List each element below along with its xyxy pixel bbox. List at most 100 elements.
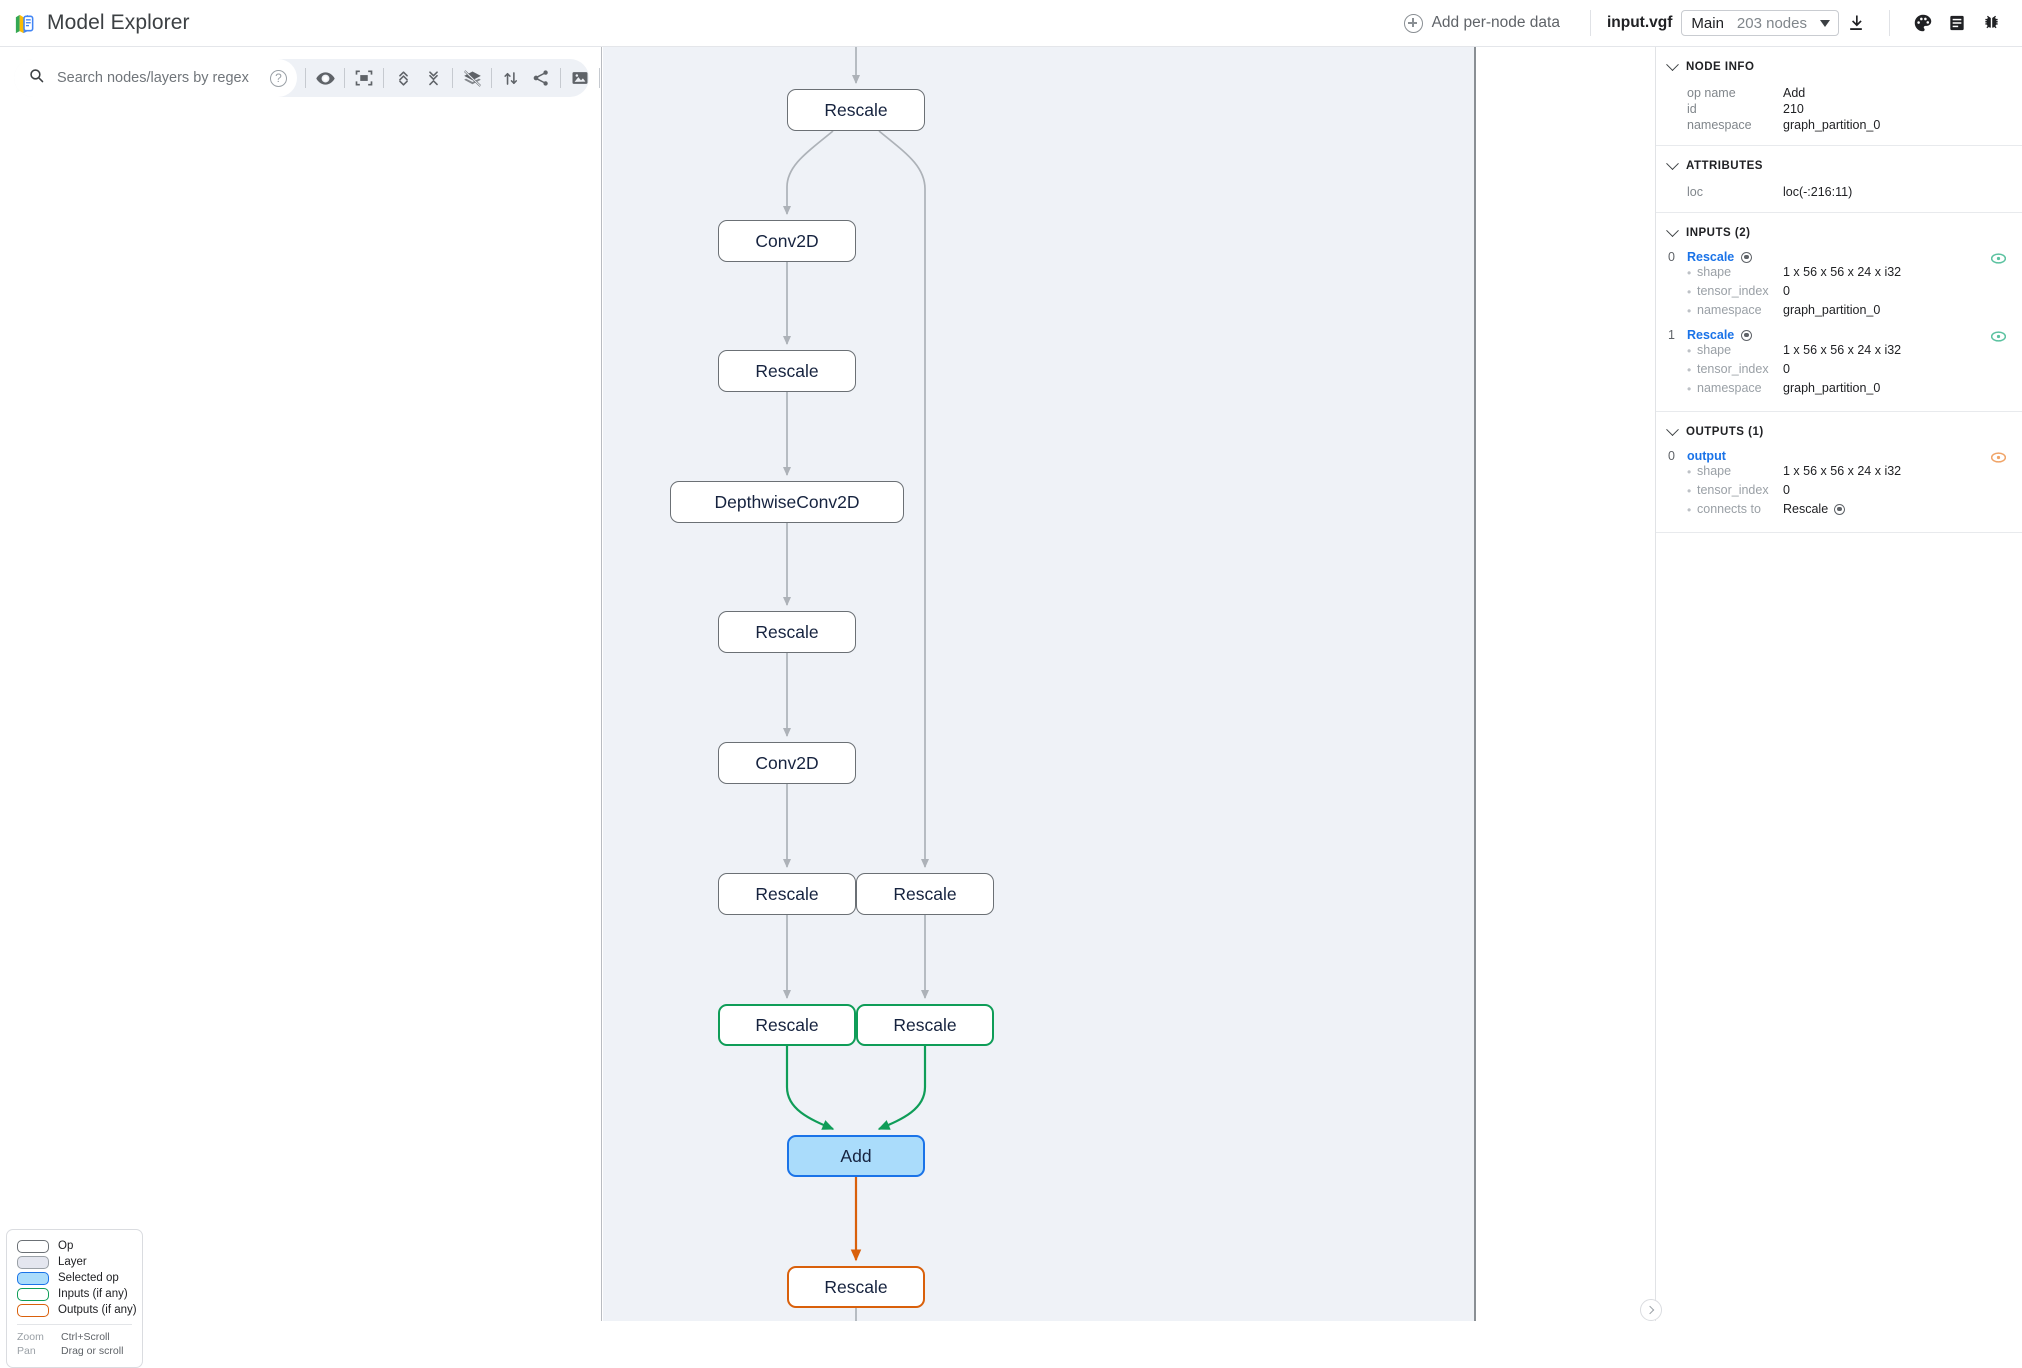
output-detail-row: • tensor_index 0 — [1656, 482, 2022, 501]
outputs-header[interactable]: OUTPUTS (1) — [1656, 422, 2022, 442]
row-key: namespace — [1687, 118, 1752, 132]
bullet-icon: • — [1687, 484, 1692, 498]
legend-swatch-layer — [17, 1255, 49, 1269]
hide-layers-icon[interactable] — [457, 63, 487, 93]
node-info-row: id 210 — [1656, 101, 2022, 117]
divider — [452, 68, 453, 88]
bullet-icon: • — [1687, 363, 1692, 377]
panel-collapse-button[interactable] — [1640, 1299, 1662, 1321]
model-explorer-logo-icon — [13, 12, 36, 35]
graph-edges — [782, 47, 930, 1321]
row-value: 1 x 56 x 56 x 24 x i32 — [1783, 265, 1902, 279]
graph-node-rescale-input[interactable]: Rescale — [856, 1004, 994, 1046]
question-mark-icon[interactable]: ? — [270, 69, 287, 87]
legend-help-key: Zoom — [17, 1331, 44, 1343]
output-item: 0 output • shape 1 x 56 x 56 x 24 x i32 … — [1656, 442, 2022, 520]
graph-node-rescale[interactable]: Rescale — [787, 89, 925, 131]
add-per-node-data-button[interactable]: Add per-node data — [1403, 13, 1574, 33]
connects-to-node-link[interactable]: Rescale — [1783, 502, 1829, 516]
input-detail-row: • tensor_index 0 — [1656, 283, 2022, 302]
row-value: 1 x 56 x 56 x 24 x i32 — [1783, 464, 1902, 478]
legend-item: Op — [17, 1238, 132, 1254]
node-info-row: op name Add — [1656, 85, 2022, 101]
chevron-right-icon — [1645, 1305, 1655, 1315]
graph-node-depthwiseconv2d[interactable]: DepthwiseConv2D — [670, 481, 904, 523]
node-label: Add — [840, 1145, 872, 1166]
outputs-section: OUTPUTS (1) 0 output • shape 1 x 56 x 56… — [1656, 412, 2022, 533]
fit-to-screen-icon[interactable] — [349, 63, 379, 93]
node-label: Rescale — [755, 360, 819, 381]
legend-item: Selected op — [17, 1270, 132, 1286]
divider — [491, 68, 492, 88]
top-bar: Model Explorer Add per-node data input.v… — [0, 0, 2022, 47]
search-field-container[interactable]: ? — [14, 59, 297, 97]
trace-flow-icon[interactable] — [496, 63, 526, 93]
chevron-down-icon — [1666, 156, 1679, 170]
share-graph-icon[interactable] — [526, 63, 556, 93]
attributes-header[interactable]: ATTRIBUTES — [1656, 156, 2022, 176]
input-detail-row: • shape 1 x 56 x 56 x 24 x i32 — [1656, 264, 2022, 283]
graph-node-rescale[interactable]: Rescale — [718, 873, 856, 915]
chevron-down-icon — [1666, 422, 1679, 436]
inputs-section: INPUTS (2) 0 Rescale • shape 1 x 56 x 56… — [1656, 213, 2022, 412]
download-icon[interactable] — [1839, 6, 1873, 40]
inputs-header[interactable]: INPUTS (2) — [1656, 223, 2022, 243]
plus-circle-icon — [1403, 13, 1423, 33]
graph-node-rescale-input[interactable]: Rescale — [718, 1004, 856, 1046]
input-item: 0 Rescale • shape 1 x 56 x 56 x 24 x i32… — [1656, 243, 2022, 321]
search-input[interactable] — [55, 69, 260, 87]
eye-icon[interactable] — [1990, 450, 2007, 468]
bullet-icon: • — [1687, 465, 1692, 479]
legend-label: Layer — [58, 1256, 87, 1268]
bug-icon[interactable] — [1974, 6, 2008, 40]
row-key: loc — [1687, 185, 1703, 199]
legend-swatch-op — [17, 1239, 49, 1253]
divider — [305, 68, 306, 88]
chevron-down-icon — [1666, 223, 1679, 237]
locate-icon[interactable] — [1834, 503, 1846, 515]
row-value: 210 — [1783, 102, 1804, 116]
bullet-icon: • — [1687, 382, 1692, 396]
graph-canvas[interactable]: Rescale Conv2D Rescale DepthwiseConv2D R… — [603, 47, 1476, 1321]
graph-node-conv2d[interactable]: Conv2D — [718, 742, 856, 784]
eye-icon[interactable] — [1990, 329, 2007, 347]
input-node-link[interactable]: Rescale — [1687, 250, 1735, 264]
divider — [383, 68, 384, 88]
graph-selector-dropdown[interactable]: Main 203 nodes — [1681, 10, 1839, 36]
legend-item: Inputs (if any) — [17, 1286, 132, 1302]
section-title: OUTPUTS (1) — [1686, 426, 1764, 438]
top-bar-actions: Add per-node data input.vgf Main 203 nod… — [1403, 0, 2022, 46]
row-value: 0 — [1783, 483, 1790, 497]
node-label: Rescale — [755, 883, 819, 904]
notes-icon[interactable] — [1940, 6, 1974, 40]
collapse-all-icon[interactable] — [418, 63, 448, 93]
eye-icon[interactable] — [310, 63, 340, 93]
graph-node-rescale[interactable]: Rescale — [718, 350, 856, 392]
palette-icon[interactable] — [1906, 6, 1940, 40]
graph-node-rescale[interactable]: Rescale — [718, 611, 856, 653]
input-item-header: 0 Rescale — [1656, 250, 2022, 264]
node-label: Rescale — [893, 883, 957, 904]
export-image-icon[interactable] — [565, 63, 595, 93]
output-name-link[interactable]: output — [1687, 449, 1726, 463]
bullet-icon: • — [1687, 266, 1692, 280]
locate-icon[interactable] — [1741, 329, 1753, 341]
node-label: Rescale — [893, 1014, 957, 1035]
divider — [344, 68, 345, 88]
eye-icon[interactable] — [1990, 251, 2007, 269]
node-info-header[interactable]: NODE INFO — [1656, 57, 2022, 77]
graph-node-rescale-output[interactable]: Rescale — [787, 1266, 925, 1308]
graph-node-conv2d[interactable]: Conv2D — [718, 220, 856, 262]
row-key: connects to — [1697, 502, 1761, 516]
locate-icon[interactable] — [1741, 251, 1753, 263]
graph-node-add-selected[interactable]: Add — [787, 1135, 925, 1177]
legend-label: Op — [58, 1240, 74, 1252]
divider — [560, 68, 561, 88]
expand-all-icon[interactable] — [388, 63, 418, 93]
legend-swatch-selected-op — [17, 1271, 49, 1285]
input-index: 1 — [1668, 328, 1675, 342]
legend-help-value: Drag or scroll — [61, 1345, 124, 1357]
graph-node-rescale[interactable]: Rescale — [856, 873, 994, 915]
row-value: graph_partition_0 — [1783, 381, 1881, 395]
input-node-link[interactable]: Rescale — [1687, 328, 1735, 342]
